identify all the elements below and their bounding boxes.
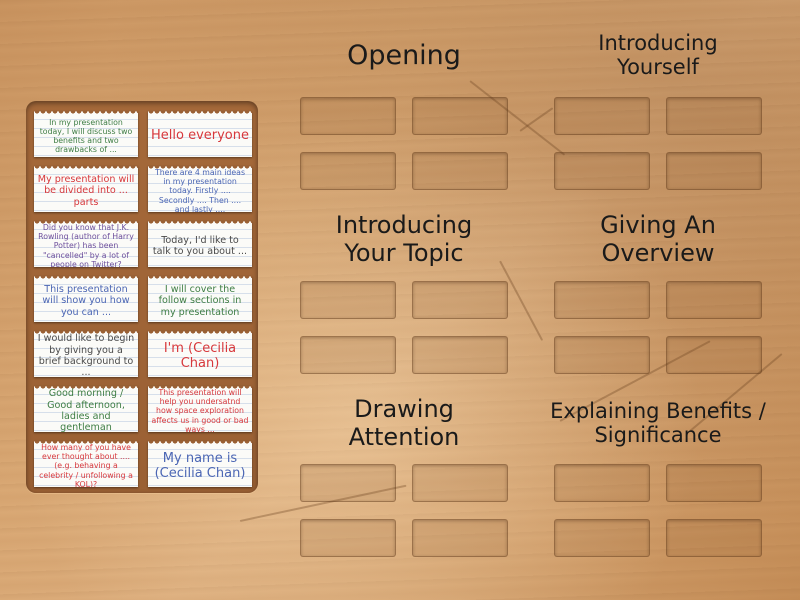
drop-slot[interactable] (412, 464, 508, 502)
card-text: Hello everyone (151, 128, 250, 144)
category-title-introducing-yourself: Introducing Yourself (598, 31, 718, 80)
card-item[interactable]: Did you know that J.K. Rowling (author o… (34, 221, 138, 267)
card-text: Good morning / Good afternoon, ladies an… (47, 388, 125, 432)
card-item[interactable]: I'm (Cecilia Chan) (148, 331, 252, 377)
card-item[interactable]: This presentation will show you how you … (34, 276, 138, 322)
card-item[interactable]: Hello everyone (148, 111, 252, 157)
card-text: This presentation will show you how you … (42, 284, 130, 318)
drop-slot[interactable] (666, 152, 762, 190)
category-title-explaining-benefits: Explaining Benefits / Significance (550, 399, 766, 448)
category-title-drawing-attention: Drawing Attention (348, 395, 460, 451)
drop-slot[interactable] (666, 336, 762, 374)
drop-slot[interactable] (666, 519, 762, 557)
card-item[interactable]: Good morning / Good afternoon, ladies an… (34, 386, 138, 432)
card-item[interactable]: There are 4 main ideas in my presentatio… (148, 166, 252, 212)
wood-scratch (519, 107, 554, 132)
drop-slot[interactable] (554, 152, 650, 190)
card-text: In my presentation today, I will discuss… (39, 117, 133, 155)
card-item[interactable]: Today, I'd like to talk to you about ... (148, 221, 252, 267)
drop-slot[interactable] (554, 97, 650, 135)
card-item[interactable]: In my presentation today, I will discuss… (34, 111, 138, 157)
drop-slot[interactable] (300, 281, 396, 319)
card-item[interactable]: I will cover the follow sections in my p… (148, 276, 252, 322)
card-text: Did you know that J.K. Rowling (author o… (38, 223, 134, 267)
card-text: I will cover the follow sections in my p… (158, 284, 242, 318)
category-title-opening: Opening (347, 40, 461, 71)
card-text: I would like to begin by giving you a br… (37, 333, 135, 377)
drop-slot[interactable] (554, 519, 650, 557)
drop-slot[interactable] (300, 97, 396, 135)
drop-slot[interactable] (300, 464, 396, 502)
drop-slot[interactable] (300, 336, 396, 374)
card-item[interactable]: I would like to begin by giving you a br… (34, 331, 138, 377)
drop-slot[interactable] (554, 336, 650, 374)
category-title-introducing-your-topic: Introducing Your Topic (335, 211, 473, 267)
card-text: My presentation will be divided into ...… (37, 174, 135, 208)
drop-slot[interactable] (300, 519, 396, 557)
card-text: I'm (Cecilia Chan) (163, 340, 237, 371)
drop-slot[interactable] (412, 519, 508, 557)
card-item[interactable]: This presentation will help you undersat… (148, 386, 252, 432)
card-item[interactable]: My name is (Cecilia Chan) (148, 441, 252, 487)
card-item[interactable]: My presentation will be divided into ...… (34, 166, 138, 212)
drop-slot[interactable] (412, 152, 508, 190)
card-text: There are 4 main ideas in my presentatio… (154, 168, 246, 212)
drop-slot[interactable] (666, 97, 762, 135)
card-item[interactable]: How many of you have ever thought about … (34, 441, 138, 487)
drop-slot[interactable] (554, 281, 650, 319)
card-text: My name is (Cecilia Chan) (154, 450, 246, 481)
drop-slot[interactable] (554, 464, 650, 502)
drop-slot[interactable] (412, 336, 508, 374)
drop-slot[interactable] (412, 281, 508, 319)
drop-slot[interactable] (300, 152, 396, 190)
drop-slot[interactable] (666, 464, 762, 502)
drop-slot[interactable] (412, 97, 508, 135)
card-text: Today, I'd like to talk to you about ... (152, 234, 248, 257)
card-text: This presentation will help you undersat… (151, 388, 249, 432)
drop-slot[interactable] (666, 281, 762, 319)
category-title-giving-an-overview: Giving An Overview (600, 211, 716, 267)
card-text: How many of you have ever thought about … (39, 443, 133, 487)
